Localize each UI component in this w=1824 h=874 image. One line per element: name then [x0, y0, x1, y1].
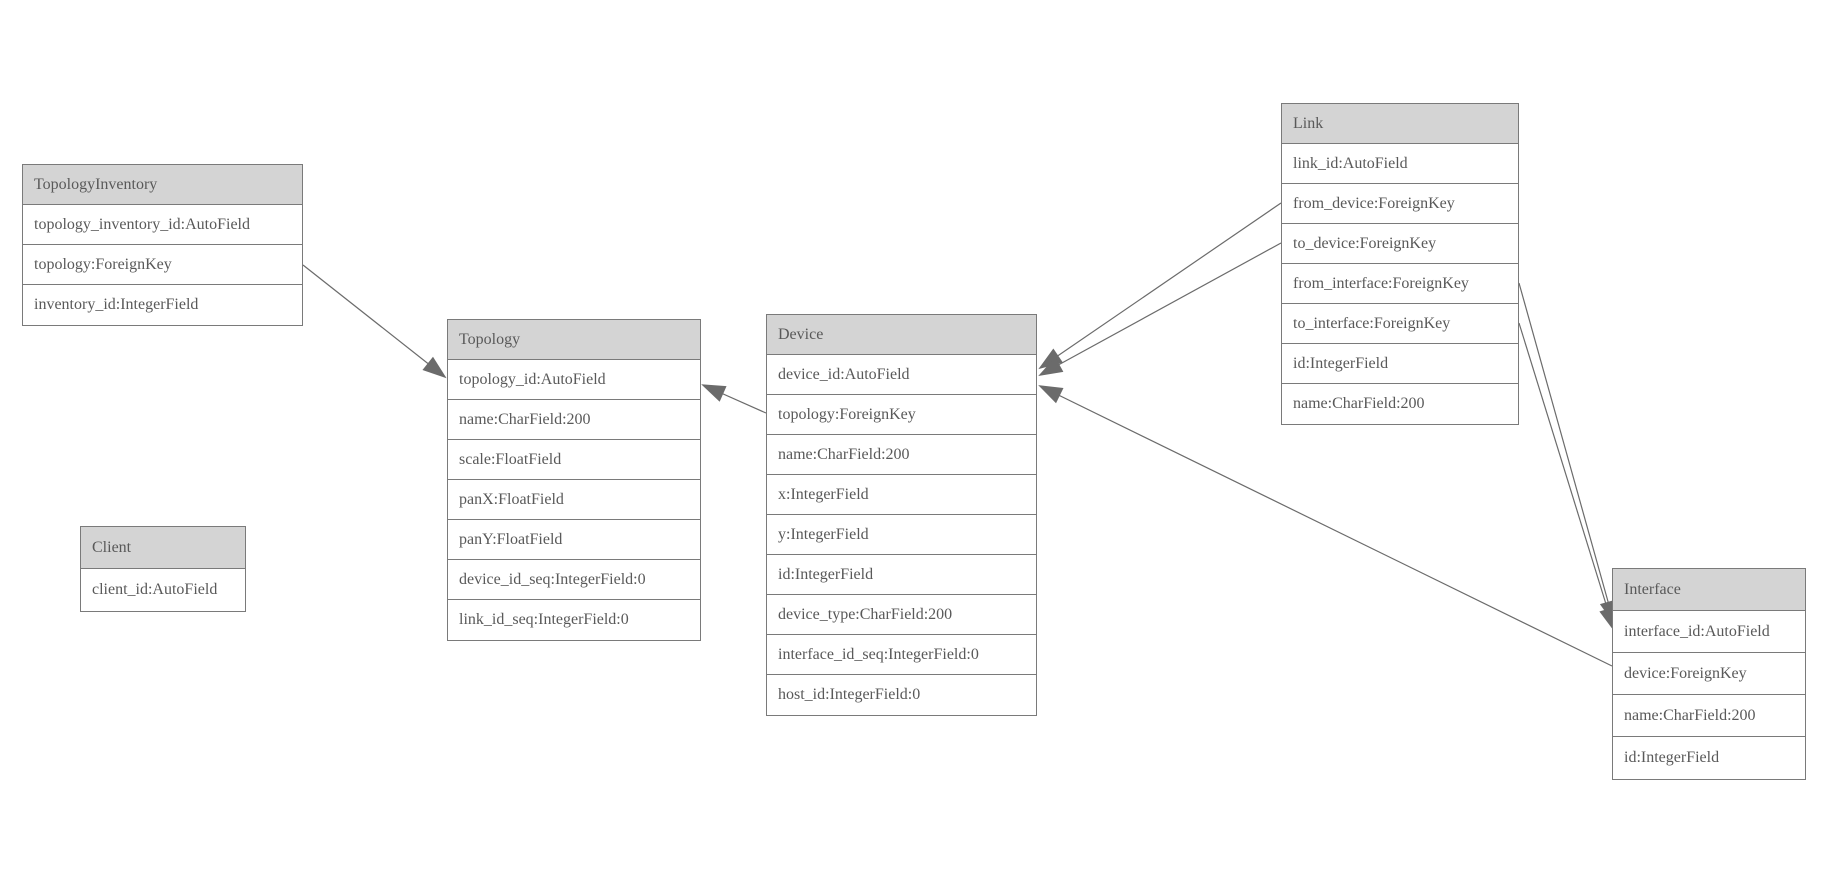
- field-topology-device-id-seq: device_id_seq:IntegerField:0: [448, 560, 700, 600]
- field-topology-name: name:CharField:200: [448, 400, 700, 440]
- entity-table-link: Link link_id:AutoField from_device:Forei…: [1281, 103, 1519, 425]
- table-header-topology: Topology: [448, 320, 700, 360]
- entity-table-client: Client client_id:AutoField: [80, 526, 246, 612]
- field-device-id: device_id:AutoField: [767, 355, 1036, 395]
- edge-link-tointerface-interface: [1518, 322, 1616, 632]
- entity-table-device: Device device_id:AutoField topology:Fore…: [766, 314, 1037, 716]
- field-device-id-plain: id:IntegerField: [767, 555, 1036, 595]
- edge-topologyinventory-topology: [302, 264, 447, 379]
- field-interface-name: name:CharField:200: [1613, 695, 1805, 737]
- field-link-name: name:CharField:200: [1282, 384, 1518, 424]
- field-topologyinventory-topology: topology:ForeignKey: [23, 245, 302, 285]
- table-header-link: Link: [1282, 104, 1518, 144]
- edge-device-topology: [701, 384, 767, 414]
- field-device-x: x:IntegerField: [767, 475, 1036, 515]
- edge-link-fromdevice-device: [1038, 202, 1282, 370]
- field-topology-scale: scale:FloatField: [448, 440, 700, 480]
- field-device-topology: topology:ForeignKey: [767, 395, 1036, 435]
- field-link-to-interface: to_interface:ForeignKey: [1282, 304, 1518, 344]
- edge-link-frominterface-interface: [1518, 282, 1617, 625]
- field-link-from-device: from_device:ForeignKey: [1282, 184, 1518, 224]
- field-inventory-id: inventory_id:IntegerField: [23, 285, 302, 325]
- field-link-id: link_id:AutoField: [1282, 144, 1518, 184]
- entity-table-interface: Interface interface_id:AutoField device:…: [1612, 568, 1806, 780]
- table-header-client: Client: [81, 527, 245, 569]
- field-device-host-id: host_id:IntegerField:0: [767, 675, 1036, 715]
- field-topology-inventory-id: topology_inventory_id:AutoField: [23, 205, 302, 245]
- table-header-device: Device: [767, 315, 1036, 355]
- field-topology-id: topology_id:AutoField: [448, 360, 700, 400]
- edge-interface-device: [1038, 385, 1613, 667]
- field-interface-id-plain: id:IntegerField: [1613, 737, 1805, 779]
- field-client-id: client_id:AutoField: [81, 569, 245, 611]
- field-topology-pany: panY:FloatField: [448, 520, 700, 560]
- field-device-name: name:CharField:200: [767, 435, 1036, 475]
- field-topology-panx: panX:FloatField: [448, 480, 700, 520]
- edge-link-todevice-device: [1038, 242, 1282, 376]
- field-device-type: device_type:CharField:200: [767, 595, 1036, 635]
- field-link-from-interface: from_interface:ForeignKey: [1282, 264, 1518, 304]
- field-link-id-plain: id:IntegerField: [1282, 344, 1518, 384]
- field-interface-id: interface_id:AutoField: [1613, 611, 1805, 653]
- field-interface-device: device:ForeignKey: [1613, 653, 1805, 695]
- table-header-topologyinventory: TopologyInventory: [23, 165, 302, 205]
- entity-table-topology: Topology topology_id:AutoField name:Char…: [447, 319, 701, 641]
- field-link-to-device: to_device:ForeignKey: [1282, 224, 1518, 264]
- field-topology-link-id-seq: link_id_seq:IntegerField:0: [448, 600, 700, 640]
- field-device-y: y:IntegerField: [767, 515, 1036, 555]
- field-device-interface-id-seq: interface_id_seq:IntegerField:0: [767, 635, 1036, 675]
- entity-table-topologyinventory: TopologyInventory topology_inventory_id:…: [22, 164, 303, 326]
- table-header-interface: Interface: [1613, 569, 1805, 611]
